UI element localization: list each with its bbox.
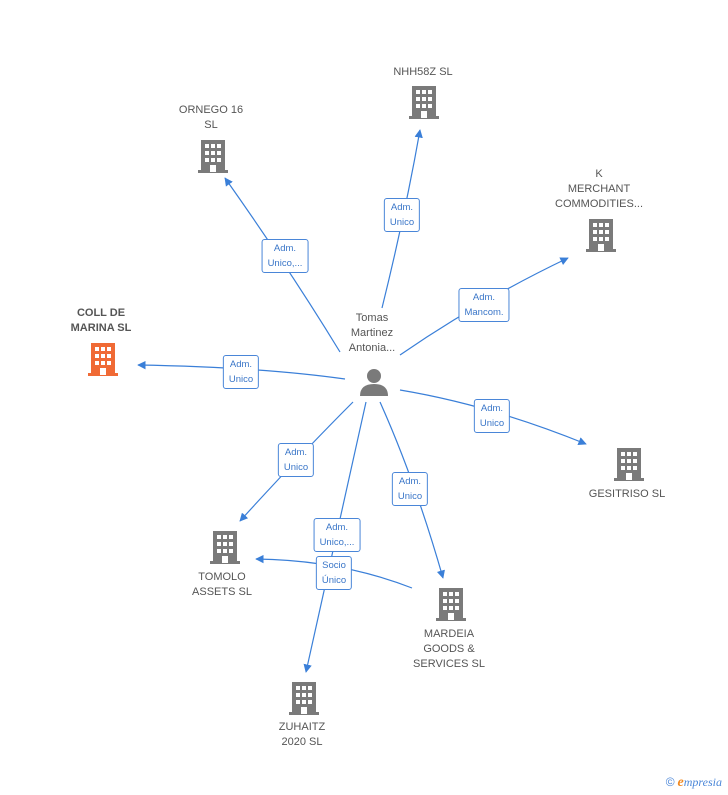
building-icon-tomolo[interactable] (208, 529, 242, 565)
building-icon-kmerchant[interactable] (584, 217, 618, 253)
brand-name: mpresia (683, 775, 722, 789)
building-icon-ornego[interactable] (196, 138, 230, 174)
node-label-gesitriso[interactable]: GESITRISO SL (588, 488, 666, 500)
copyright-symbol: © (665, 775, 675, 789)
person-icon[interactable] (358, 366, 390, 398)
node-label-nhh[interactable]: NHH58Z SL (393, 66, 453, 78)
relation-label-mardeia[interactable]: Adm. Unico (391, 472, 429, 506)
node-label-kmerchant[interactable]: K MERCHANT COMMODITIES... (555, 168, 643, 210)
brand-initial: e (677, 775, 684, 790)
relation-label-coll[interactable]: Adm. Unico (222, 355, 260, 389)
node-label-ornego[interactable]: ORNEGO 16 SL (178, 104, 244, 131)
relation-label-ornego[interactable]: Adm. Unico,... (261, 239, 309, 273)
relation-label-nhh[interactable]: Adm. Unico (383, 198, 421, 232)
relation-label-socio[interactable]: Socio Único (315, 556, 353, 590)
node-label-mardeia[interactable]: MARDEIA GOODS & SERVICES SL (413, 628, 485, 670)
node-label-zuhaitz[interactable]: ZUHAITZ 2020 SL (278, 721, 326, 748)
relation-label-zuhaitz[interactable]: Adm. Unico,... (313, 518, 361, 552)
center-person-label[interactable]: Tomas Martinez Antonia... (348, 312, 396, 354)
relation-label-tomolo[interactable]: Adm. Unico (277, 443, 315, 477)
node-label-tomolo[interactable]: TOMOLO ASSETS SL (192, 571, 252, 598)
building-icon-mardeia[interactable] (434, 586, 468, 622)
building-icon-coll[interactable] (86, 341, 120, 377)
relation-label-kmerchant[interactable]: Adm. Mancom. (458, 288, 510, 322)
building-icon-gesitriso[interactable] (612, 446, 646, 482)
node-label-coll[interactable]: COLL DE MARINA SL (70, 307, 132, 334)
building-icon-zuhaitz[interactable] (287, 680, 321, 716)
empresia-watermark: © empresia (666, 775, 722, 791)
building-icon-nhh[interactable] (407, 84, 441, 120)
relation-label-gesitriso[interactable]: Adm. Unico (473, 399, 511, 433)
